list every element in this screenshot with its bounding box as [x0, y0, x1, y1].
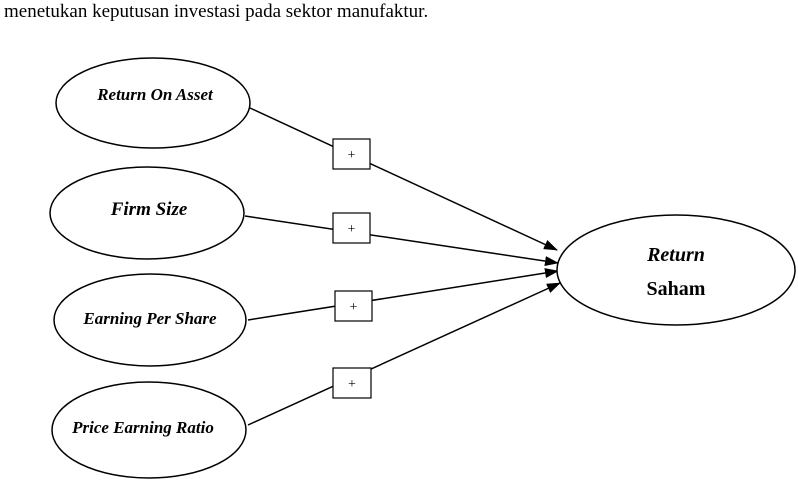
sign-per: + [348, 377, 356, 392]
node-label-per: Price Earning Ratio [71, 418, 214, 437]
node-label-roa: Return On Asset [96, 85, 214, 104]
sign-eps: + [350, 300, 358, 315]
sign-box-firm-size: + [332, 212, 371, 244]
node-return-saham: Return Saham [556, 214, 796, 326]
intro-text: menetukan keputusan investasi pada sekto… [4, 1, 429, 22]
sign-box-per: + [332, 367, 372, 399]
arrow-roa-to-return [249, 107, 558, 251]
node-label-saham: Saham [647, 278, 706, 300]
node-label-firm-size: Firm Size [110, 199, 188, 220]
node-label-eps: Earning Per Share [82, 309, 217, 328]
node-firm-size: Firm Size [49, 166, 245, 260]
sign-firm-size: + [348, 222, 356, 237]
arrow-firm-size-to-return [244, 215, 559, 267]
node-return-on-asset: Return On Asset [55, 57, 251, 149]
node-label-return: Return [646, 244, 705, 266]
arrow-per-to-return [247, 282, 561, 426]
sign-box-eps: + [334, 290, 373, 322]
node-price-earning-ratio: Price Earning Ratio [51, 381, 247, 479]
arrow-eps-to-return [247, 268, 559, 321]
node-earning-per-share: Earning Per Share [53, 273, 247, 367]
sign-roa: + [348, 148, 356, 163]
sign-box-roa: + [332, 138, 371, 170]
